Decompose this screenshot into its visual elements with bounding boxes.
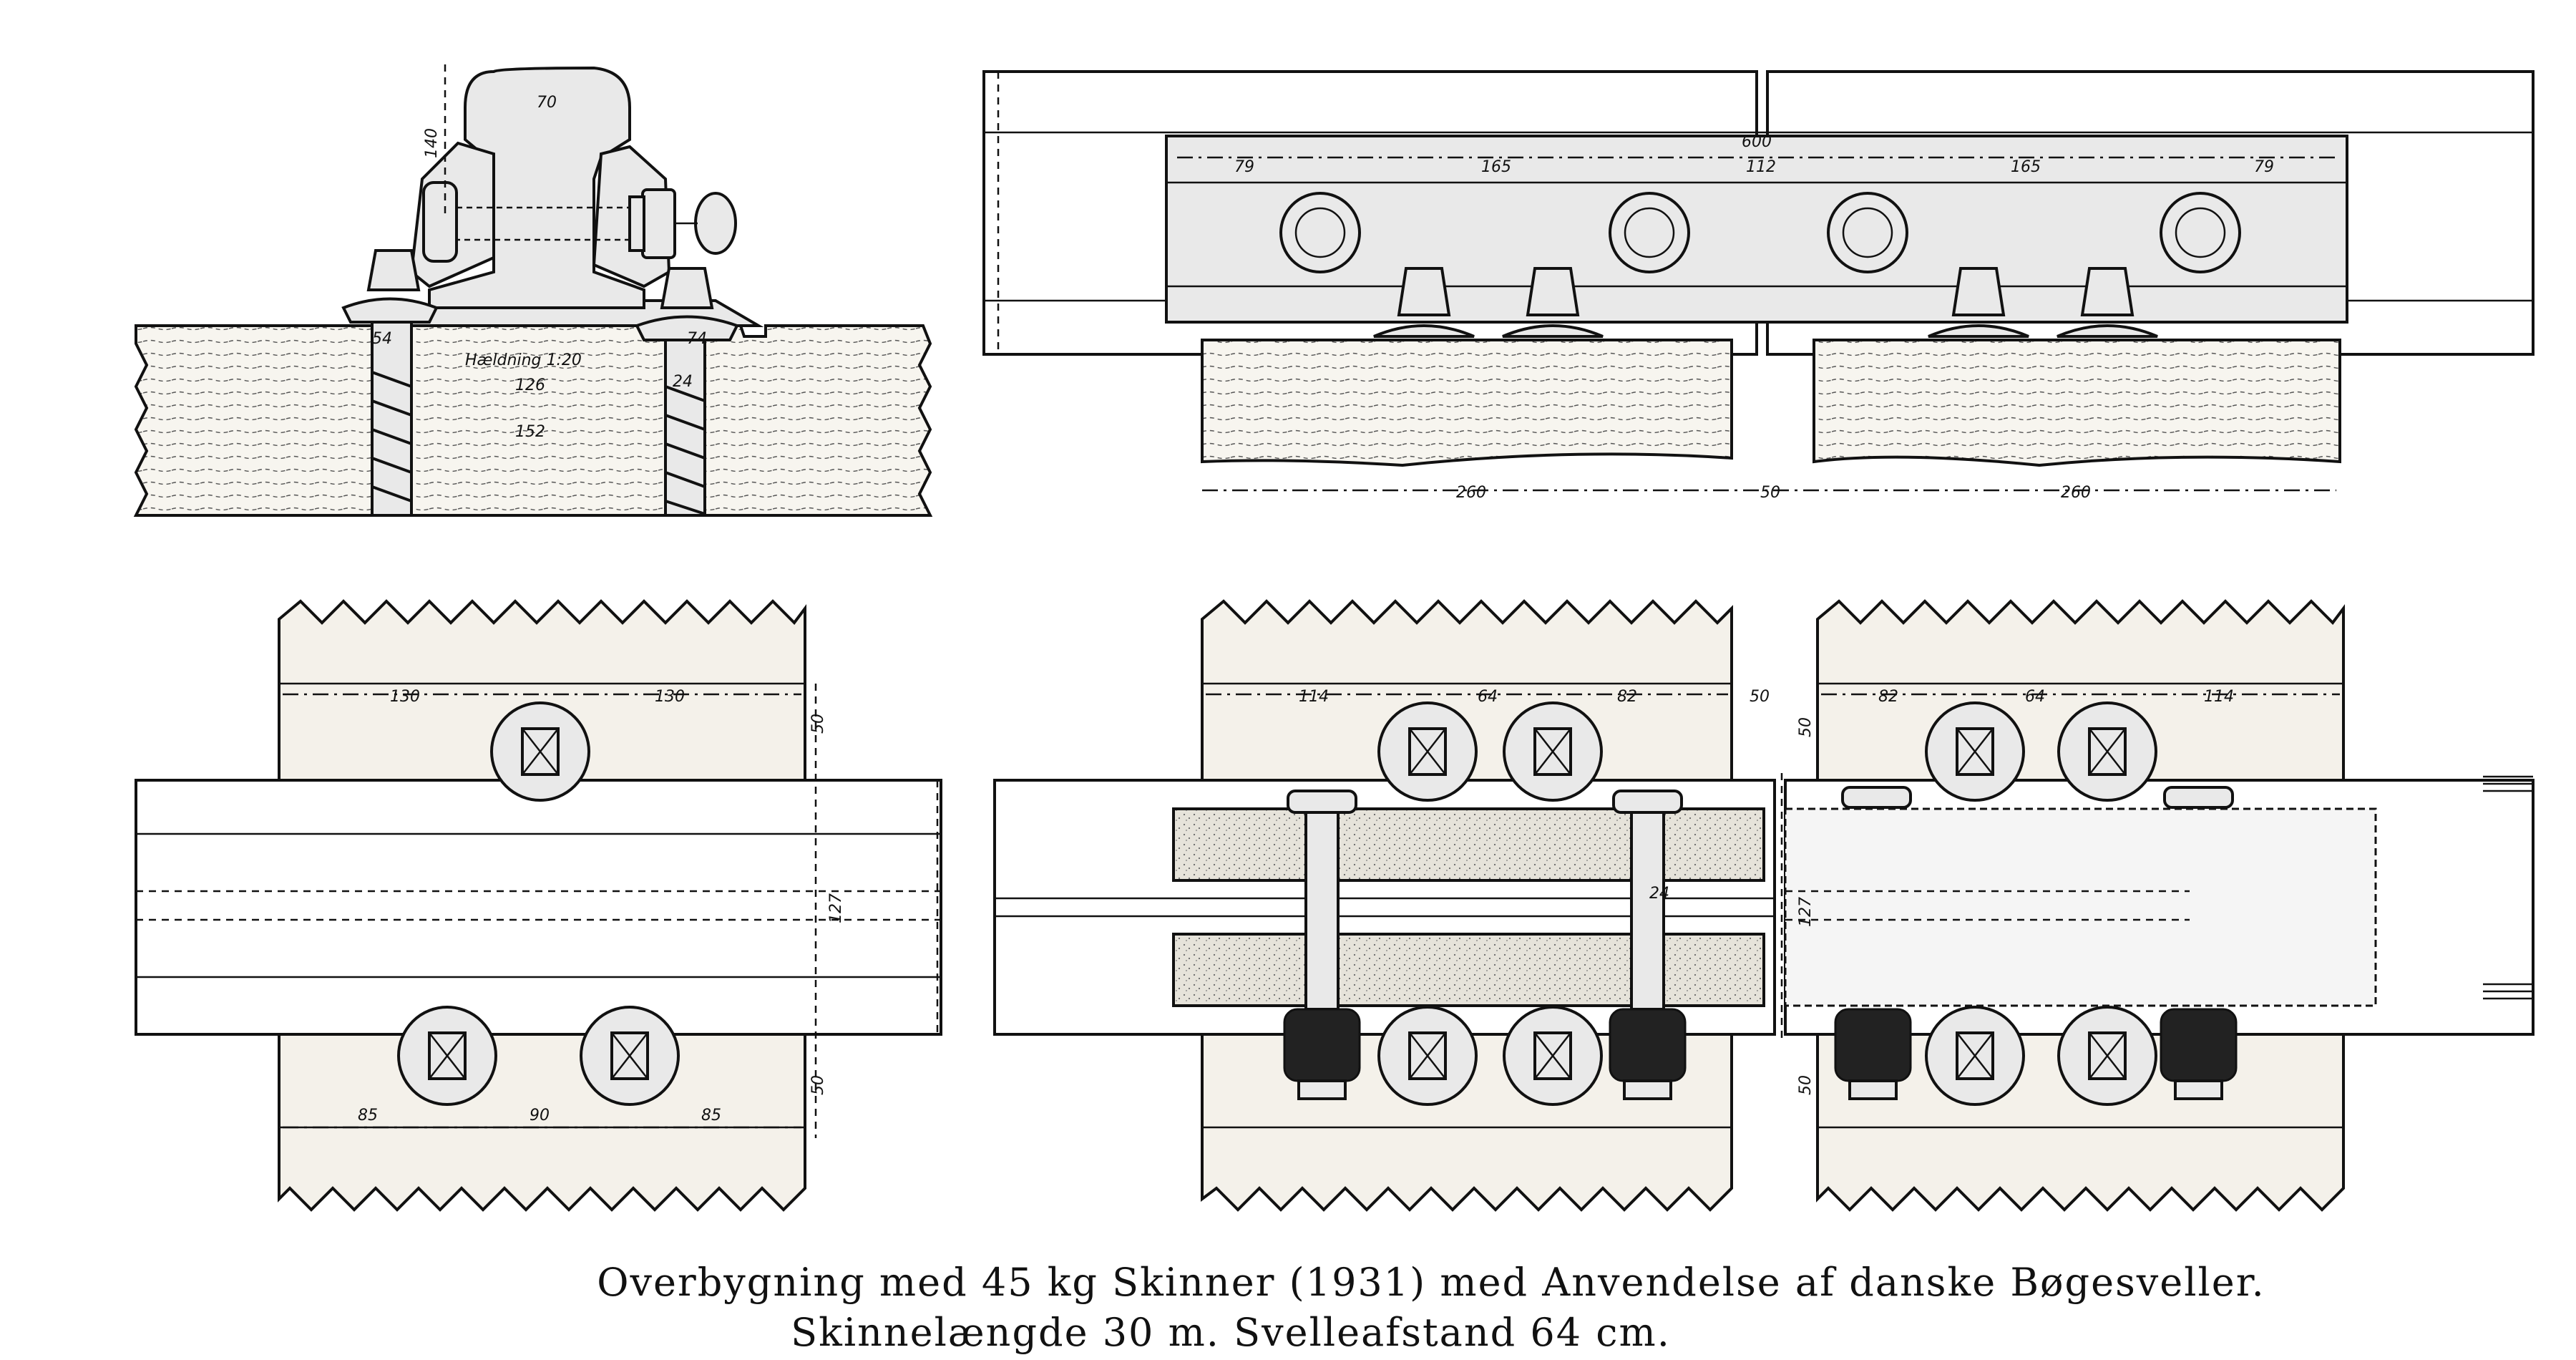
dim-bottom-right: 85 xyxy=(701,1107,721,1125)
dim-joint-left-a: 114 xyxy=(1299,688,1329,706)
fishplate-elevation xyxy=(1165,135,2348,324)
caption-line-2: Skinnelængde 30 m. Svelleafstand 64 cm. xyxy=(791,1310,1671,1355)
dim-top-offset: 50 xyxy=(809,714,827,734)
dim-joint-right-c: 114 xyxy=(2204,688,2234,706)
dim-left-spike: 54 xyxy=(372,330,392,348)
caption-line-1: Overbygning med 45 kg Skinner (1931) med… xyxy=(597,1260,2265,1305)
sleeper-elevation-right xyxy=(1813,339,2341,467)
dim-rail-width-joint: 127 xyxy=(1797,897,1815,927)
sleeper-elevation-left xyxy=(1201,339,1733,467)
dim-joint-left-b: 64 xyxy=(1478,688,1498,706)
fishplate-bolts xyxy=(1279,192,2241,273)
label-slope: Hældning 1:20 xyxy=(465,351,582,369)
rail-profile xyxy=(428,66,645,309)
spike-heads-joint xyxy=(1377,701,2157,1106)
sleeper-section xyxy=(133,314,933,517)
dim-left-end: 79 xyxy=(1234,158,1254,176)
bolt-right-nut xyxy=(641,188,676,259)
dim-center: 112 xyxy=(1746,158,1776,176)
dim-rail-width-single: 127 xyxy=(827,893,845,923)
dim-bar-width: 24 xyxy=(1649,885,1669,903)
dim-bottom-left: 85 xyxy=(358,1107,378,1125)
dim-top-left: 130 xyxy=(390,688,420,706)
dim-joint-right-b: 64 xyxy=(2025,688,2045,706)
dim-joint-left-c: 82 xyxy=(1617,688,1637,706)
rail-plan-single xyxy=(135,779,942,1036)
plan-joint: 114 64 82 50 50 82 64 114 24 127 50 xyxy=(993,599,2534,1212)
dim-sleeper-right: 260 xyxy=(2061,484,2091,502)
dim-rail-height: 140 xyxy=(423,128,441,158)
dim-right-end: 79 xyxy=(2254,158,2274,176)
plan-single-sleeper: 130 130 50 127 50 85 90 85 xyxy=(135,599,942,1212)
rail-end-marks xyxy=(2483,775,2533,1000)
dim-right-spike: 24 xyxy=(673,373,693,391)
joint-elevation: 600 79 165 112 165 79 260 50 260 xyxy=(982,70,2534,502)
bolt-left-head xyxy=(422,181,458,263)
dim-joint-gap-b: 50 xyxy=(1797,717,1815,737)
dim-rail-head: 70 xyxy=(537,94,557,112)
bolt-washer xyxy=(628,195,645,252)
dim-bottom-mid: 90 xyxy=(530,1107,550,1125)
fishplate-plan-bottom xyxy=(1172,933,1765,1007)
dim-joint-bottom-offset: 50 xyxy=(1797,1075,1815,1095)
sleeper-plan-top xyxy=(278,599,806,782)
dim-left-pitch: 165 xyxy=(1481,158,1511,176)
dim-joint-gap-a: 50 xyxy=(1750,688,1770,706)
dim-bottom-offset: 50 xyxy=(809,1075,827,1095)
dim-joint-right-a: 82 xyxy=(1878,688,1898,706)
joint-nuts-plan xyxy=(1283,1008,2238,1100)
elevation-spikes xyxy=(1373,267,2158,338)
fishplate-plan-top xyxy=(1172,807,1765,882)
dim-top-right: 130 xyxy=(655,688,685,706)
dim-right-pitch: 165 xyxy=(2011,158,2041,176)
dim-gap: 50 xyxy=(1760,484,1780,502)
dim-right-spike-b: 74 xyxy=(687,330,707,348)
dim-sleeper-left: 260 xyxy=(1456,484,1486,502)
dim-total-600: 600 xyxy=(1742,133,1772,151)
dim-base-width: 126 xyxy=(515,377,545,394)
joint-bolts-plan xyxy=(1287,786,2234,1011)
dim-plate-width: 152 xyxy=(515,423,545,441)
spike-heads-single xyxy=(397,701,680,1106)
spike-right xyxy=(635,267,739,517)
spike-left xyxy=(341,249,439,517)
rail-cross-section: 140 70 Hældning 1:20 126 152 54 24 74 xyxy=(133,64,933,517)
bolt-end xyxy=(694,192,737,255)
